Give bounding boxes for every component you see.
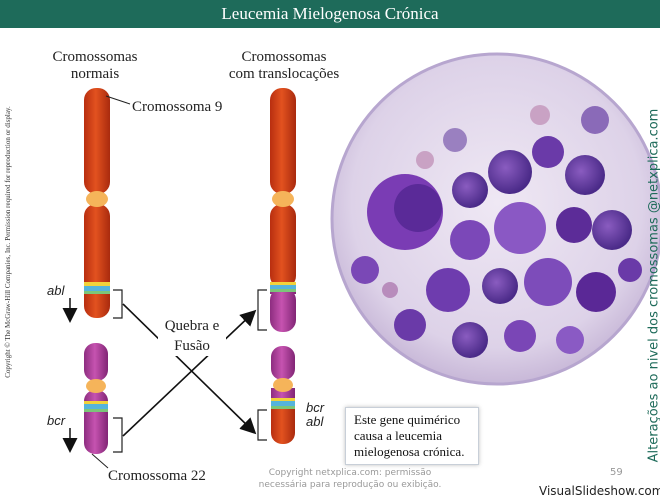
chromosome-22-translocated <box>271 346 295 444</box>
break-fusion-line1: Quebra e <box>158 316 226 336</box>
footer-line1: Copyright netxplica.com: permissão <box>250 467 450 479</box>
bcr-bracket-left <box>113 418 122 452</box>
chromosome-9-translocated <box>270 88 296 332</box>
abl-label-right: abl <box>306 414 323 429</box>
footer-copyright: Copyright netxplica.com: permissão neces… <box>250 467 450 491</box>
abl-bracket-left <box>113 290 122 318</box>
chromosome-9-normal <box>84 88 110 318</box>
chromosome-9-label: Cromossoma 9 <box>132 99 222 116</box>
callout-line1: Este gene quimérico <box>354 412 470 428</box>
copyright-vertical: Copyright © The McGraw-Hill Companies, I… <box>4 92 12 392</box>
bcr-label-right: bcr <box>306 400 324 415</box>
blood-smear-micrograph <box>332 54 660 384</box>
chromosome-22-leader <box>92 454 108 468</box>
abl-bracket-right <box>258 410 267 440</box>
footer-line2: necessária para reprodução ou exibição. <box>250 479 450 491</box>
side-caption: Alterações ao nivel dos cromossomas @net… <box>647 106 660 466</box>
chromosome-22-normal <box>84 343 108 454</box>
chromosome-22-label: Cromossoma 22 <box>108 468 206 485</box>
callout-line2: causa a leucemia <box>354 428 470 444</box>
chimeric-gene-callout: Este gene quimérico causa a leucemia mie… <box>345 407 479 465</box>
bcr-bracket-right-top <box>258 290 267 330</box>
abl-label-left: abl <box>47 283 64 298</box>
watermark: VisualSlideshow.com <box>539 484 660 498</box>
page-number: 59 <box>610 467 623 478</box>
bcr-label-left: bcr <box>47 413 65 428</box>
callout-line3: mielogenosa crónica. <box>354 444 470 460</box>
break-fusion-label: Quebra e Fusão <box>158 316 226 356</box>
break-fusion-line2: Fusão <box>158 336 226 356</box>
